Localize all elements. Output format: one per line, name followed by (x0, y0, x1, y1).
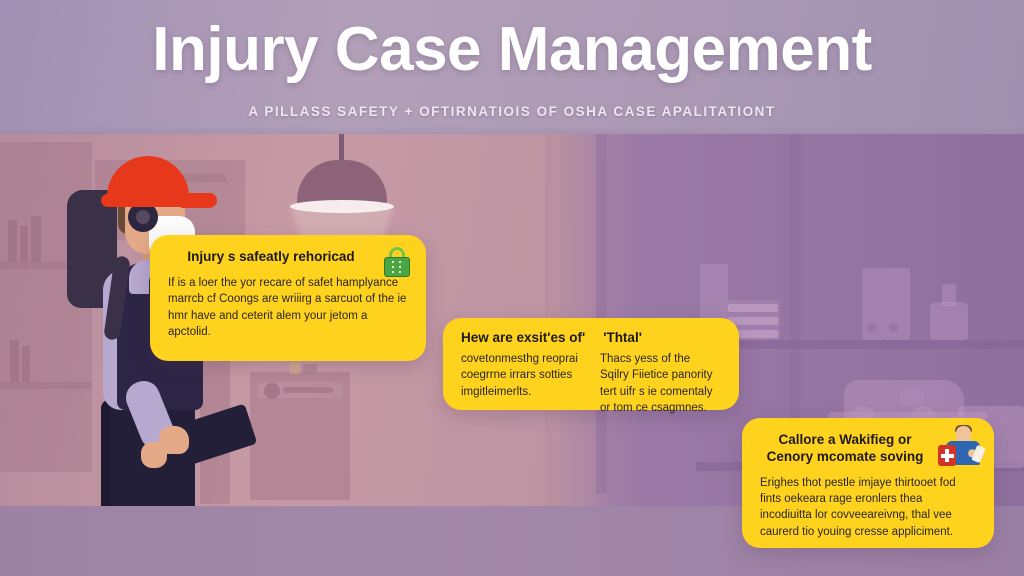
hard-hat-bill (181, 193, 217, 208)
bg-book (8, 220, 17, 262)
card-2-body-right: Thacs yess of the Sqilry Fiietice panori… (600, 352, 713, 414)
bench-item (303, 364, 317, 374)
toy-car-base (828, 412, 988, 420)
card-2-body-row: covetonmesthg reoprai coegrrne irrars so… (461, 351, 721, 416)
bg-book (31, 216, 41, 262)
shelf-board (696, 340, 1024, 349)
binder-stripe (728, 317, 778, 325)
shelf-post (790, 134, 801, 494)
binder-stripe (728, 304, 778, 312)
aid-person-head (956, 426, 971, 443)
padlock-shackle (389, 247, 405, 261)
bg-book (10, 340, 19, 382)
bg-book (22, 346, 30, 382)
bg-book (20, 226, 28, 262)
card-2-title-right: 'Thtal' (603, 330, 642, 345)
card-2-title-left: Hew are exsit'es of' (461, 330, 586, 345)
card-3-title: Callore a Wakifieg or Cenory mcomate sov… (766, 432, 924, 464)
callout-card-2[interactable]: Hew are exsit'es of' 'Thtal' covetonmest… (443, 318, 739, 414)
first-aid-person-icon (938, 425, 986, 470)
toy-car-window (900, 388, 924, 406)
bench-bottle (290, 362, 300, 374)
binder-stripe (728, 330, 778, 338)
page-title: Injury Case Management (152, 15, 872, 84)
card-2-body-left: covetonmesthg reoprai coegrrne irrars so… (461, 352, 578, 398)
lamp-rim (290, 200, 394, 213)
page-subtitle: A PILLASS SAFETY + OFTIRNATIOIS OF OSHA … (248, 104, 776, 119)
box-tab (990, 406, 1004, 424)
shelf-post (985, 134, 996, 494)
callout-card-1[interactable]: Injury s safeatly rehoricad If is a loer… (150, 235, 426, 361)
lamp-cord (339, 134, 344, 164)
shelf-post (596, 134, 607, 494)
binder (884, 268, 910, 340)
padlock-keypad-dots (391, 260, 403, 274)
aid-cross-horizontal (940, 453, 954, 458)
binder-ring-dot (867, 323, 876, 332)
poster-header: Injury Case Management A PILLASS SAFETY … (0, 0, 1024, 134)
padlock-icon (384, 247, 410, 277)
hand (159, 426, 189, 454)
card-2-title-row: Hew are exsit'es of' 'Thtal' (461, 330, 721, 351)
card-3-body: Erighes thot pestle imjaye thirtooet fod… (760, 476, 956, 538)
cabinet-knob (264, 383, 280, 399)
cabinet-handle (283, 387, 333, 393)
bottle-label (930, 330, 968, 339)
binder-ring-dot (889, 323, 898, 332)
bottle-neck (942, 284, 956, 306)
bg-shelf-board (0, 382, 92, 389)
callout-card-3[interactable]: Callore a Wakifieg or Cenory mcomate sov… (742, 418, 994, 548)
binder (862, 268, 884, 340)
ear-protection-inner (136, 210, 150, 224)
card-1-body: If is a loer the yor recare of safet ham… (168, 276, 407, 338)
card-1-title: Injury s safeatly rehoricad (187, 249, 355, 264)
bottle-body (930, 302, 968, 340)
bg-shelf-board (0, 262, 92, 269)
hard-hat-brim (101, 194, 197, 207)
